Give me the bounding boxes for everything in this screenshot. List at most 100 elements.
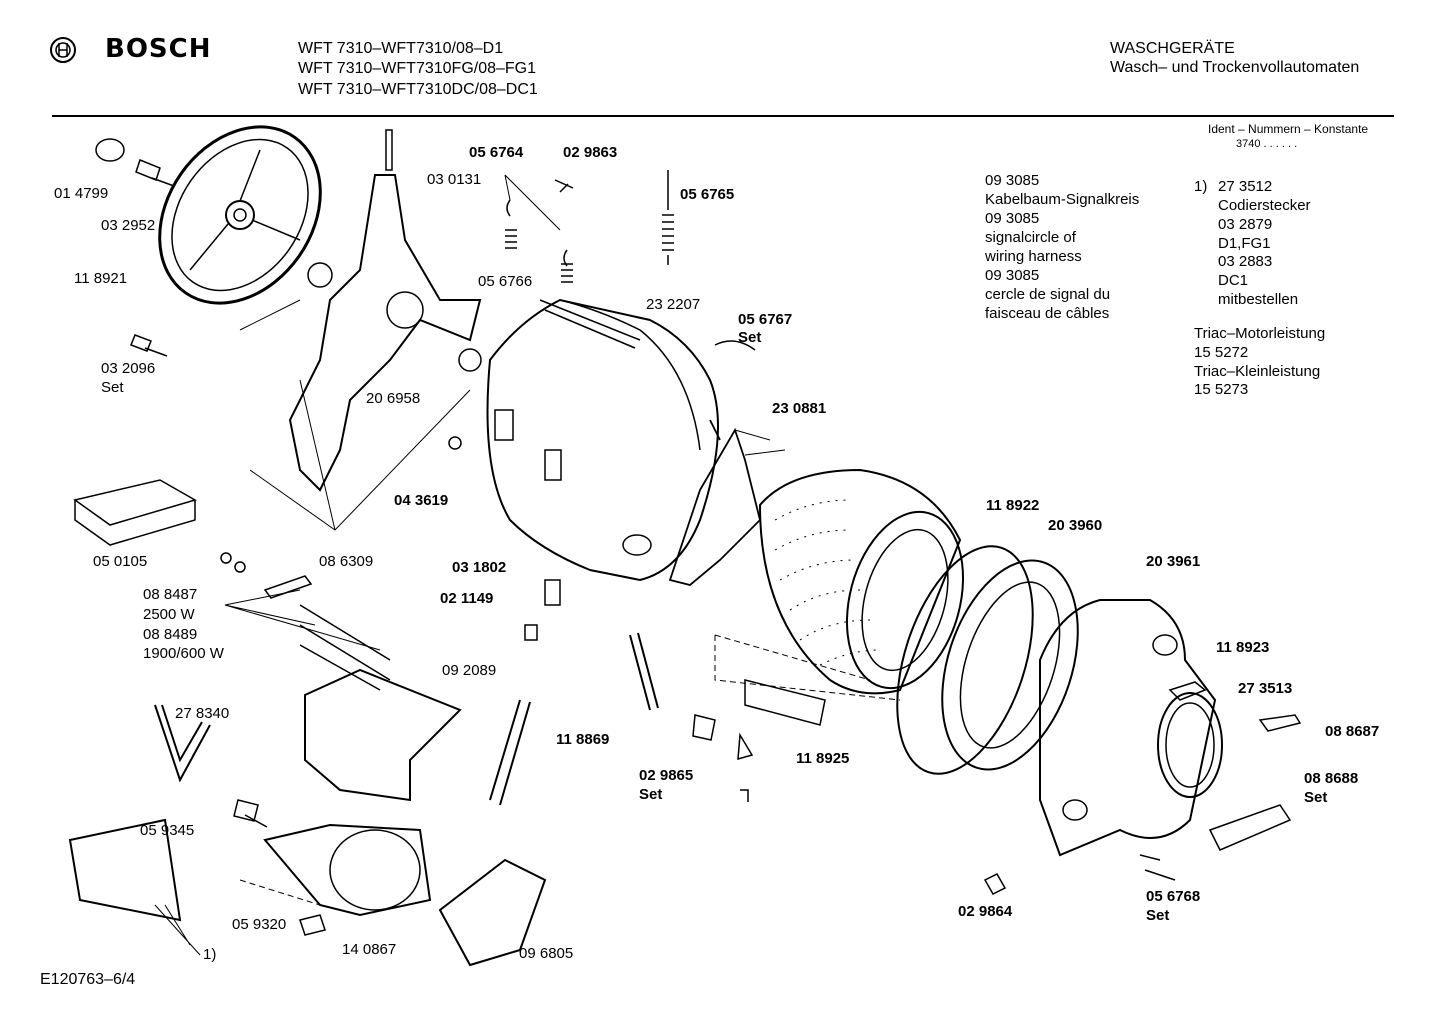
- heater-plate-icon: [263, 575, 313, 599]
- part-label: 23 2207: [646, 296, 701, 313]
- footnote-line: 03 2883: [1218, 253, 1273, 270]
- part-label: 08 8489: [143, 626, 198, 643]
- heater-icon: [299, 604, 391, 691]
- triac-line: 15 5273: [1194, 381, 1249, 398]
- footnote-line: mitbestellen: [1218, 291, 1299, 308]
- part-label: 08 8688: [1304, 770, 1359, 787]
- footnote-marker: 1): [1194, 178, 1208, 195]
- part-label: 08 8487: [143, 586, 198, 603]
- part-label: Set: [738, 329, 762, 346]
- footnote-line: DC1: [1218, 272, 1249, 289]
- shock-absorber-icon: [489, 699, 531, 806]
- wiring-note-line: 09 3085: [985, 172, 1040, 189]
- part-label: 1900/600 W: [143, 645, 224, 662]
- part-label: 11 8922: [986, 497, 1040, 514]
- pulley-wheel-icon: [158, 125, 322, 305]
- part-label: 05 6766: [478, 273, 533, 290]
- part-label: 20 6958: [366, 390, 421, 407]
- part-label: 14 0867: [342, 941, 397, 958]
- part-label: 09 2089: [442, 662, 497, 679]
- part-label: 05 9345: [140, 822, 195, 839]
- gasket-icon: [941, 559, 1079, 771]
- damper-icon: [629, 632, 659, 711]
- triac-line: Triac–Motorleistung: [1194, 325, 1326, 342]
- ident-value: 3740 . . . . . .: [1236, 138, 1298, 150]
- wiring-note-line: signalcircle of: [985, 229, 1076, 246]
- model-line-2: WFT 7310–WFT7310FG/08–FG1: [298, 60, 537, 77]
- motor-bushing-icon: [299, 914, 326, 936]
- part-label: 02 9865: [639, 767, 694, 784]
- part-label: 2500 W: [143, 606, 195, 623]
- ring-icon: [896, 545, 1034, 775]
- part-label: 20 3960: [1048, 517, 1103, 534]
- header-rule: [52, 115, 1394, 117]
- ident-label: Ident – Nummern – Konstante: [1208, 122, 1369, 136]
- pump-part-icon: [544, 579, 561, 606]
- motor-cover-icon: [304, 668, 462, 802]
- wiring-note-line: 09 3085: [985, 267, 1040, 284]
- part-label: 03 2096: [101, 360, 156, 377]
- part-label: 11 8869: [556, 731, 610, 748]
- washer-icon: [234, 561, 246, 573]
- part-label: 03 1802: [452, 559, 507, 576]
- part-label: 05 0105: [93, 553, 148, 570]
- clip-icon: [714, 340, 756, 351]
- wiring-note-line: Kabelbaum-Signalkreis: [985, 191, 1140, 208]
- part-label: Set: [1146, 907, 1170, 924]
- nut-icon: [220, 552, 232, 564]
- footnote-line: D1,FG1: [1218, 235, 1271, 252]
- model-line-3: WFT 7310–WFT7310DC/08–DC1: [298, 81, 538, 98]
- pump-icon: [438, 858, 547, 967]
- subcategory-title: Wasch– und Trockenvollautomaten: [1110, 59, 1360, 76]
- screw-icon: [130, 334, 168, 357]
- lock-icon: [1168, 681, 1207, 701]
- hinge-screw-icon: [1139, 854, 1176, 881]
- part-label: 04 3619: [394, 492, 449, 509]
- part-label: 1): [203, 946, 217, 963]
- part-label: 23 0881: [772, 400, 827, 417]
- bosch-logo-icon: [50, 37, 76, 63]
- part-label: 09 6805: [519, 945, 574, 962]
- part-label: 02 1149: [440, 590, 494, 607]
- part-label: Set: [101, 379, 124, 396]
- part-label: 05 6765: [680, 186, 735, 203]
- fastener-icon: [692, 714, 754, 802]
- inner-drum-icon: [758, 468, 965, 695]
- triac-line: 15 5272: [1194, 344, 1249, 361]
- part-label: 01 4799: [54, 185, 109, 202]
- part-label: 20 3961: [1146, 553, 1201, 570]
- part-label: 03 0131: [427, 171, 482, 188]
- footnote-line: 27 3512: [1218, 178, 1273, 195]
- leader-lines-icon: [239, 299, 471, 531]
- connector-icon: [524, 624, 538, 641]
- hinge-icon: [1208, 804, 1292, 851]
- part-label: 05 6768: [1146, 888, 1201, 905]
- wiring-note-line: faisceau de câbles: [985, 305, 1110, 322]
- belt-icon: [154, 704, 211, 783]
- wiring-note-line: 09 3085: [985, 210, 1040, 227]
- part-label: 05 9320: [232, 916, 287, 933]
- seal-icon: [448, 436, 462, 450]
- part-label: 05 6764: [469, 144, 524, 161]
- part-label: Set: [639, 786, 663, 803]
- part-label: 08 6309: [319, 553, 374, 570]
- part-label: 02 9864: [958, 903, 1013, 920]
- module-icon: [73, 479, 197, 546]
- front-panel-icon: [1039, 599, 1223, 857]
- part-label: 11 8925: [796, 750, 850, 767]
- footnote-line: Codierstecker: [1218, 197, 1311, 214]
- triac-line: Triac–Kleinleistung: [1194, 363, 1321, 380]
- part-label: 08 8687: [1325, 723, 1380, 740]
- spring-icon: [504, 170, 674, 283]
- model-line-1: WFT 7310–WFT7310/08–D1: [298, 40, 504, 57]
- part-label: 03 2952: [101, 217, 156, 234]
- part-label: Set: [1304, 789, 1328, 806]
- rivet-icon: [233, 799, 268, 828]
- part-label: 05 6767: [738, 311, 793, 328]
- part-label: 27 8340: [175, 705, 230, 722]
- part-label: 11 8923: [1216, 639, 1270, 656]
- bolt-icon: [135, 159, 175, 187]
- part-label: 11 8921: [74, 270, 128, 287]
